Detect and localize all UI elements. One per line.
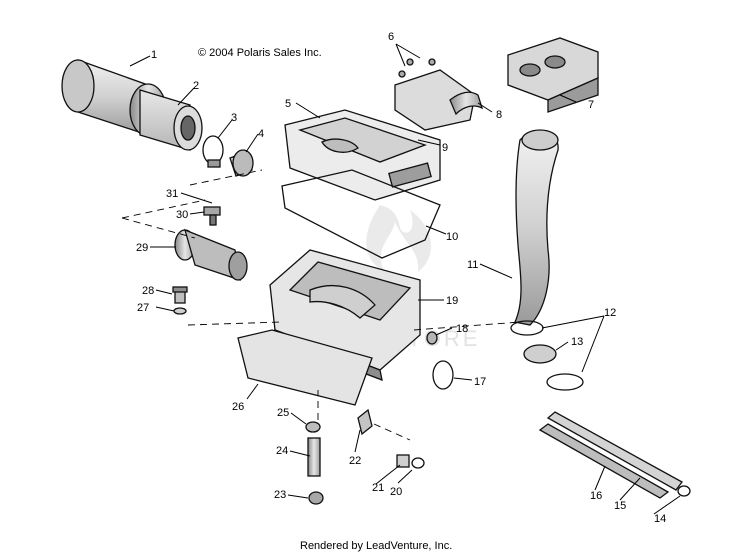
part-bracket-22 [357, 408, 373, 436]
callout-12: 12 [604, 307, 616, 319]
callout-14: 14 [654, 513, 666, 525]
part-sensor [203, 206, 221, 226]
callout-20: 20 [390, 486, 402, 498]
part-tube-24 [307, 437, 321, 477]
part-drain-21 [396, 454, 410, 468]
callout-19: 19 [446, 295, 458, 307]
copyright-text: © 2004 Polaris Sales Inc. [198, 47, 322, 59]
part-grommet-18 [426, 331, 438, 345]
callout-1: 1 [151, 49, 157, 61]
part-grommet-25 [305, 421, 321, 433]
callout-16: 16 [590, 490, 602, 502]
part-foam-block [507, 37, 599, 113]
callout-24: 24 [276, 445, 288, 457]
callout-labels: 1 2 3 4 5 6 7 8 9 10 11 12 13 14 15 16 1… [136, 31, 666, 525]
part-coupler-4 [229, 149, 254, 177]
callout-25: 25 [277, 407, 289, 419]
callout-2: 2 [193, 80, 199, 92]
part-clamp-3 [202, 135, 224, 168]
callout-13: 13 [571, 336, 583, 348]
callout-6: 6 [388, 31, 394, 43]
callout-31: 31 [166, 188, 178, 200]
callout-10: 10 [446, 231, 458, 243]
part-clamp-17 [432, 360, 454, 390]
part-clamp-20 [411, 457, 425, 469]
callout-23: 23 [274, 489, 286, 501]
callout-5: 5 [285, 98, 291, 110]
callout-27: 27 [137, 302, 149, 314]
callout-8: 8 [496, 109, 502, 121]
part-fitting-23 [308, 491, 324, 505]
part-panel-26 [237, 329, 373, 406]
callout-30: 30 [176, 209, 188, 221]
callout-28: 28 [142, 285, 154, 297]
part-throttle-body [174, 228, 248, 281]
callout-9: 9 [442, 142, 448, 154]
callout-7: 7 [588, 99, 594, 111]
part-clamp-14 [677, 485, 691, 497]
callout-29: 29 [136, 242, 148, 254]
callout-17: 17 [474, 376, 486, 388]
footer-text: Rendered by LeadVenture, Inc. [300, 540, 452, 552]
callout-3: 3 [231, 112, 237, 124]
part-snorkel [394, 58, 484, 131]
part-hoses [538, 411, 683, 499]
callout-18: 18 [456, 323, 468, 335]
callout-15: 15 [614, 500, 626, 512]
callout-21: 21 [372, 482, 384, 494]
part-gasket [281, 169, 441, 259]
leader-lines [129, 43, 681, 515]
callout-11: 11 [467, 259, 478, 271]
part-clamps-12 [510, 320, 584, 391]
callout-26: 26 [232, 401, 244, 413]
part-bolt-28 [172, 286, 188, 304]
callout-22: 22 [349, 455, 361, 467]
part-washer-27 [173, 307, 187, 315]
part-filter-cap [139, 89, 203, 151]
callout-4: 4 [258, 128, 264, 140]
part-intake-duct [514, 129, 559, 326]
part-airbox-lid [284, 109, 441, 201]
alignment-lines [121, 169, 521, 441]
